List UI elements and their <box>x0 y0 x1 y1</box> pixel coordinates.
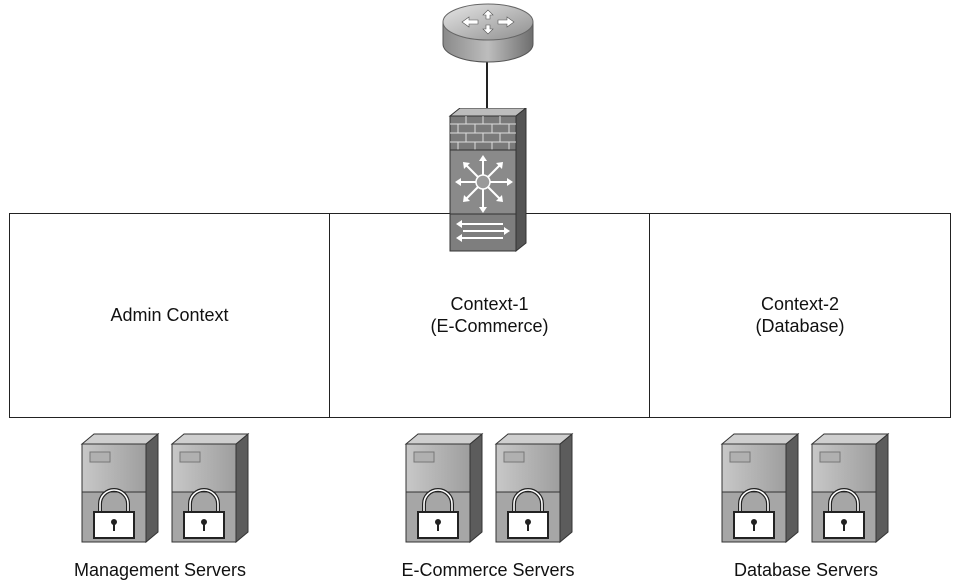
context-label: Admin Context <box>10 214 329 417</box>
context-label-line2: (Database) <box>755 315 845 336</box>
management-server-2-icon <box>170 432 250 544</box>
router-icon <box>442 3 534 63</box>
context-label-line2: (E-Commerce) <box>430 315 549 336</box>
database-server-2-icon <box>810 432 890 544</box>
database-server-1-icon <box>720 432 800 544</box>
context-label: Context-2 (Database) <box>650 214 950 417</box>
firewall-switch-icon <box>448 108 527 253</box>
context-2-box: Context-2 (Database) <box>649 213 951 418</box>
uplink-line <box>486 62 488 114</box>
management-server-1-icon <box>80 432 160 544</box>
ecommerce-servers-label: E-Commerce Servers <box>401 560 575 580</box>
database-servers-label: Database Servers <box>733 560 879 580</box>
context-label: Context-1 (E-Commerce) <box>330 214 649 417</box>
ecommerce-server-1-icon <box>404 432 484 544</box>
admin-context-box: Admin Context <box>9 213 330 418</box>
management-servers-label: Management Servers <box>73 560 247 580</box>
context-label-line1: Admin Context <box>110 304 229 325</box>
context-label-line1: Context-2 <box>760 293 840 314</box>
ecommerce-server-2-icon <box>494 432 574 544</box>
context-label-line1: Context-1 <box>450 293 529 314</box>
